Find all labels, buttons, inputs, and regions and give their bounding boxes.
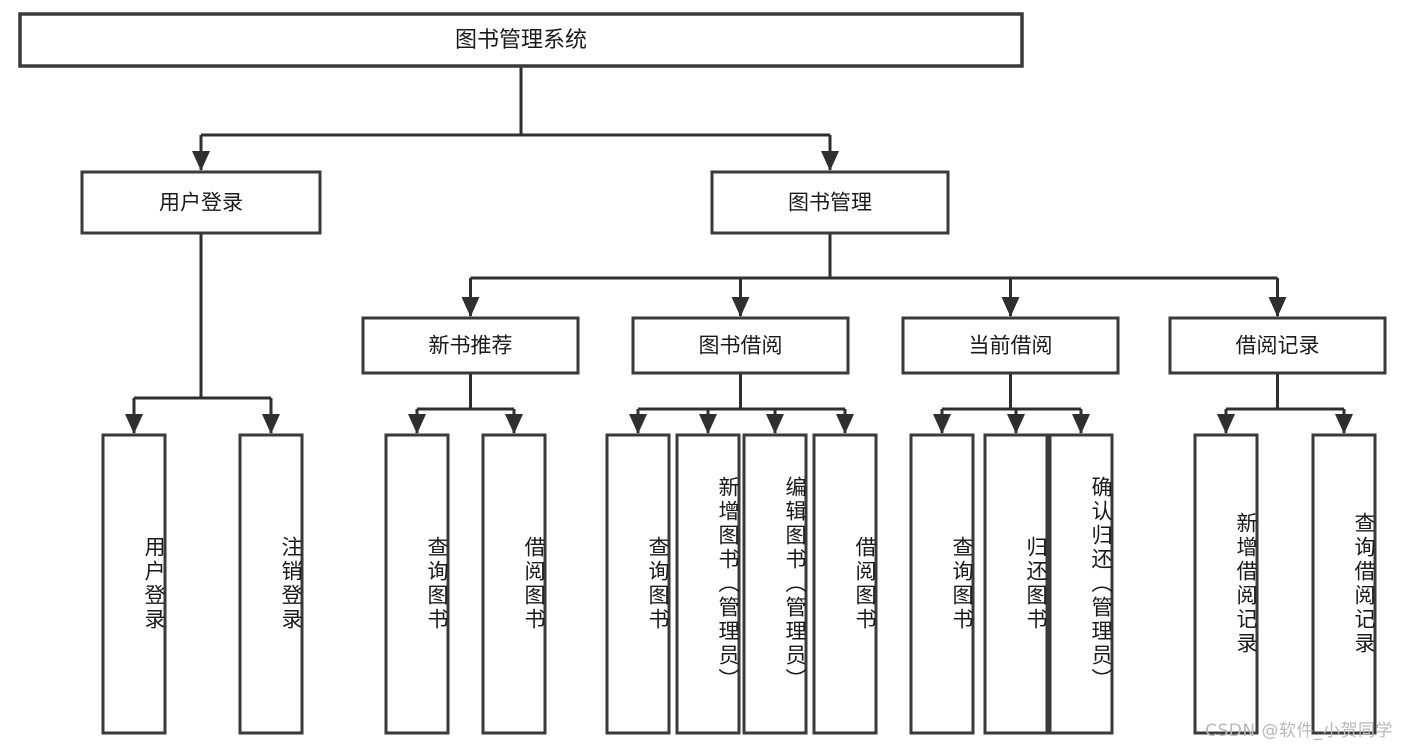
node-level3-0-rect[interactable] [361, 316, 580, 375]
node-level2-0-label: 用户登录 [159, 191, 243, 215]
arrow-head-icon [629, 414, 647, 434]
arrow-head-icon [1335, 414, 1353, 434]
node-level2-0-rect[interactable] [80, 170, 322, 235]
node-level3-1[interactable] [631, 316, 850, 375]
node-level2-1[interactable] [710, 170, 950, 235]
arrow-head-icon [461, 297, 480, 317]
arrow-head-icon [933, 414, 951, 434]
leaf-node-5[interactable] [675, 433, 741, 735]
node-level3-3-label: 借阅记录 [1236, 334, 1320, 358]
arrow-head-icon [505, 414, 523, 434]
node-level3-1-rect[interactable] [631, 316, 850, 375]
boxes-layer [18, 12, 1387, 735]
node-level2-1-rect[interactable] [710, 170, 950, 235]
leaf-node-12[interactable] [1311, 433, 1377, 735]
watermark: CSDN @软件_小贺同学 [1205, 721, 1393, 741]
leaf-node-6[interactable] [742, 433, 808, 735]
leaf-node-8[interactable] [909, 433, 975, 735]
node-level3-0-label: 新书推荐 [429, 334, 513, 358]
leaf-node-11[interactable] [1193, 433, 1259, 735]
arrow-head-icon [731, 297, 750, 317]
arrow-head-icon [836, 414, 854, 434]
arrow-head-icon [1072, 414, 1090, 434]
node-level2-0[interactable] [80, 170, 322, 235]
connectors-layer [125, 66, 1353, 434]
arrow-head-icon [1001, 297, 1020, 317]
leaf-node-3[interactable] [481, 433, 547, 735]
leaf-node-7[interactable] [812, 433, 878, 735]
arrow-head-icon [125, 414, 143, 434]
node-root-label: 图书管理系统 [455, 28, 587, 53]
leaf-node-1[interactable] [238, 433, 304, 735]
node-level3-1-label: 图书借阅 [699, 334, 783, 358]
node-level3-3-rect[interactable] [1168, 316, 1387, 375]
node-level3-0[interactable] [361, 316, 580, 375]
leaf-node-9[interactable] [983, 433, 1049, 735]
node-root-rect[interactable] [18, 12, 1024, 68]
arrow-head-icon [192, 151, 210, 171]
arrow-head-icon [766, 414, 784, 434]
node-level2-1-label: 图书管理 [788, 191, 872, 215]
arrow-head-icon [408, 414, 426, 434]
node-level3-2[interactable] [901, 316, 1120, 375]
arrow-head-icon [1007, 414, 1025, 434]
node-level3-2-label: 当前借阅 [969, 334, 1053, 358]
node-level3-3[interactable] [1168, 316, 1387, 375]
arrow-head-icon [262, 414, 280, 434]
leaf-node-4[interactable] [605, 433, 671, 735]
leaf-node-0[interactable] [101, 433, 167, 735]
leaf-node-10[interactable] [1048, 433, 1114, 735]
node-level3-2-rect[interactable] [901, 316, 1120, 375]
arrow-head-icon [1217, 414, 1235, 434]
arrow-head-icon [821, 151, 839, 171]
node-root[interactable] [18, 12, 1024, 68]
arrow-head-icon [699, 414, 717, 434]
arrow-head-icon [1268, 297, 1287, 317]
leaf-node-2[interactable] [384, 433, 450, 735]
